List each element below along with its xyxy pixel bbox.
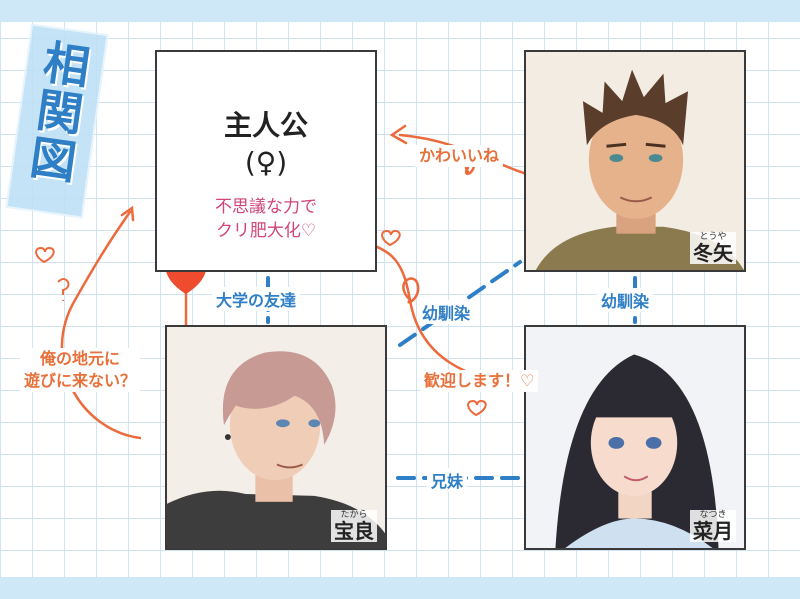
line-toya-to-protag: かわいいね — [415, 145, 504, 167]
protagonist-description: 不思議な力で クリ肥大化♡ — [215, 197, 317, 241]
arrowhead-takara-protag — [120, 205, 135, 222]
question-mark-icon — [57, 278, 70, 301]
relation-label-toya-natsuki: 幼馴染 — [597, 288, 654, 312]
card-takara: たから 宝良 — [165, 325, 387, 550]
protagonist-name: 主人公 — [223, 109, 308, 142]
small-heart-icon — [381, 229, 401, 247]
relation-label-takara-natsuki: 兄妹 — [427, 468, 468, 492]
card-toya: とうや 冬矢 — [524, 50, 746, 272]
curl-natsuki — [402, 277, 420, 304]
relation-label-protag-takara: 大学の友達 — [212, 287, 301, 311]
card-protagonist: 主人公 (♀) 不思議な力で クリ肥大化♡ — [155, 50, 377, 272]
natsuki-nameplate: なつき 菜月 — [690, 510, 736, 542]
card-natsuki: なつき 菜月 — [524, 325, 746, 550]
toya-nameplate: とうや 冬矢 — [690, 232, 736, 264]
small-heart-icon — [35, 246, 55, 264]
relation-label-toya-takara: 幼馴染 — [418, 300, 475, 324]
female-symbol: (♀) — [244, 146, 288, 179]
arrow-takara-protag — [60, 210, 142, 440]
bottom-band — [0, 577, 800, 599]
line-takara-to-protag: 俺の地元に 遊びに来ない？ — [20, 348, 141, 392]
arrowhead-toya-protag — [389, 124, 408, 145]
line-natsuki-to-protag: 歓迎します！♡ — [420, 370, 539, 392]
takara-nameplate: たから 宝良 — [331, 510, 377, 542]
takara-portrait — [167, 327, 385, 548]
small-heart-icon — [467, 399, 487, 417]
top-band — [0, 0, 800, 22]
